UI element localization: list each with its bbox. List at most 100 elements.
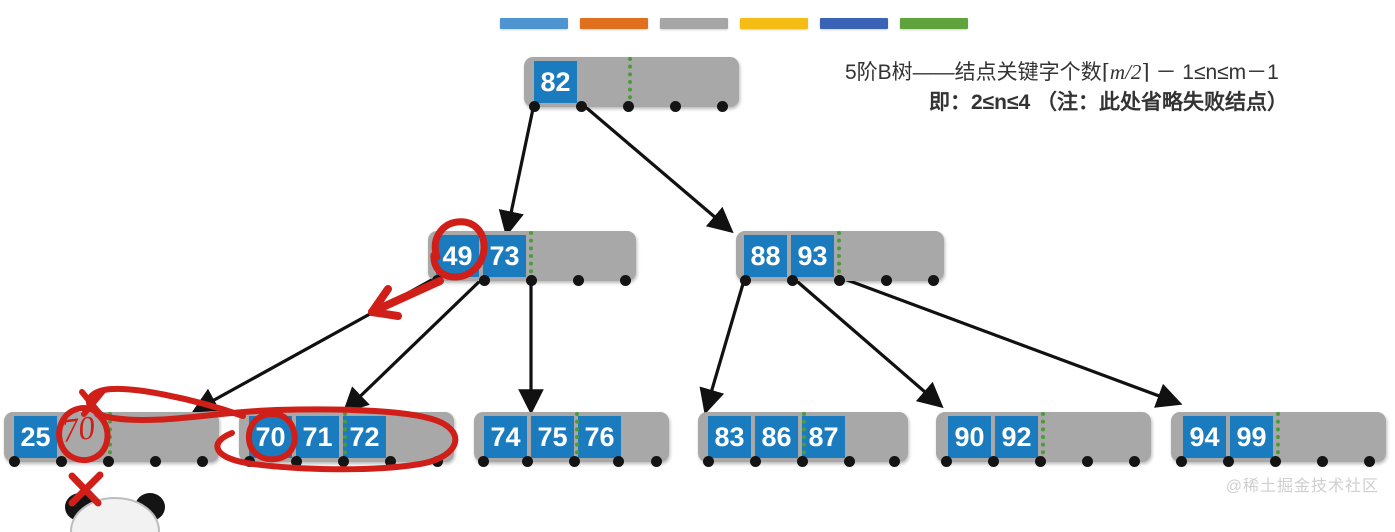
key-73[interactable]: 73	[483, 235, 526, 277]
leaf-70-71-72-pointer-0	[244, 456, 255, 467]
key-74[interactable]: 74	[484, 416, 527, 458]
key-72[interactable]: 72	[343, 416, 386, 458]
leaf-83-86-87[interactable]: 83 86 87	[698, 412, 908, 467]
leaf-83-86-87-divider	[802, 412, 806, 462]
note-text-a: 5阶B树——结点关键字个数	[845, 61, 1102, 84]
palette-swatch-green	[900, 18, 968, 29]
btree-definition-line-1: 5阶B树——结点关键字个数⌈m/2⌉ － 1≤n≤m－1	[845, 57, 1390, 88]
leaf-83-86-87-keys: 83 86 87	[708, 416, 845, 458]
node-88-93-keys: 88 93	[744, 235, 834, 277]
leaf-94-99-pointer-2	[1270, 456, 1281, 467]
leaf-83-86-87-pointer-4	[889, 456, 900, 467]
leaf-70-71-72-keys: 70 71 72	[249, 416, 386, 458]
leaf-83-86-87-pointer-2	[797, 456, 808, 467]
key-87[interactable]: 87	[802, 416, 845, 458]
leaf-70-71-72[interactable]: 70 71 72	[239, 412, 454, 467]
root-pointer-4	[717, 101, 728, 112]
key-82[interactable]: 82	[534, 61, 577, 103]
leaf-74-75-76-pointer-1	[522, 456, 533, 467]
leaf-94-99-keys: 94 99	[1183, 416, 1273, 458]
leaf-70-71-72-pointer-4	[432, 456, 443, 467]
leaf-90-92[interactable]: 90 92	[936, 412, 1151, 467]
btree-definition-line-2: 即：2≤n≤4 （注：此处省略失败结点）	[928, 91, 1289, 115]
key-99[interactable]: 99	[1230, 416, 1273, 458]
red-arrow-shaft	[368, 277, 444, 316]
leaf-25-pointer-0	[9, 456, 20, 467]
node-88-93[interactable]: 88 93	[736, 231, 944, 286]
root-node-divider	[628, 57, 632, 107]
leaf-25-pointer-3	[150, 456, 161, 467]
leaf-90-92-pointer-0	[941, 456, 952, 467]
leaf-70-71-72-pointer-1	[291, 456, 302, 467]
leaf-74-75-76-divider	[575, 412, 579, 462]
key-88[interactable]: 88	[744, 235, 787, 277]
palette-swatch-orange	[580, 18, 648, 29]
leaf-25-keys: 25	[14, 416, 57, 458]
key-71[interactable]: 71	[296, 416, 339, 458]
leaf-74-75-76-pointer-4	[651, 456, 662, 467]
node-88-93-divider	[837, 231, 841, 281]
leaf-70-71-72-divider	[343, 412, 347, 462]
btree-diagram-canvas: 5阶B树——结点关键字个数⌈m/2⌉ － 1≤n≤m－1 即：2≤n≤4 （注：…	[4, 18, 1390, 532]
edge-root-to-node-49-73	[498, 103, 536, 237]
key-70[interactable]: 70	[249, 416, 292, 458]
leaf-90-92-pointer-2	[1035, 456, 1046, 467]
edge-node-88-93-to-leaf-94-99	[838, 275, 1183, 408]
leaf-74-75-76-pointer-3	[613, 456, 624, 467]
node-49-73-pointer-4	[620, 275, 631, 286]
leaf-70-71-72-pointer-3	[385, 456, 396, 467]
edge-node-88-93-to-leaf-83-86-87	[699, 276, 747, 415]
leaf-90-92-pointer-1	[988, 456, 999, 467]
leaf-25-pointer-1	[56, 456, 67, 467]
leaf-25-pointer-2	[103, 456, 114, 467]
leaf-74-75-76[interactable]: 74 75 76	[474, 412, 669, 467]
key-75[interactable]: 75	[531, 416, 574, 458]
leaf-90-92-keys: 90 92	[948, 416, 1038, 458]
root-pointer-1	[576, 101, 587, 112]
leaf-70-71-72-pointer-2	[338, 456, 349, 467]
key-90[interactable]: 90	[948, 416, 991, 458]
leaf-94-99-pointer-4	[1364, 456, 1375, 467]
leaf-25-pointer-4	[197, 456, 208, 467]
leaf-83-86-87-pointer-3	[844, 456, 855, 467]
node-88-93-pointer-1	[787, 275, 798, 286]
note-slash-two: /2	[1125, 60, 1142, 84]
leaf-74-75-76-pointer-0	[478, 456, 489, 467]
palette-swatch-yellow	[740, 18, 808, 29]
key-94[interactable]: 94	[1183, 416, 1226, 458]
note-text-b: － 1≤n≤m－1	[1149, 61, 1279, 84]
key-25[interactable]: 25	[14, 416, 57, 458]
leaf-94-99[interactable]: 94 99	[1171, 412, 1386, 467]
edge-root-to-node-88-93	[580, 102, 734, 234]
key-83[interactable]: 83	[708, 416, 751, 458]
node-88-93-pointer-0	[740, 275, 751, 286]
leaf-25[interactable]: 25	[4, 412, 219, 467]
node-49-73-keys: 49 73	[436, 235, 526, 277]
color-palette-strip	[500, 18, 968, 29]
leaf-83-86-87-pointer-1	[750, 456, 761, 467]
key-76[interactable]: 76	[578, 416, 621, 458]
leaf-90-92-pointer-4	[1129, 456, 1140, 467]
root-node-keys: 82	[534, 61, 577, 103]
palette-swatch-gray	[660, 18, 728, 29]
root-node[interactable]: 82	[524, 57, 739, 112]
key-93[interactable]: 93	[791, 235, 834, 277]
key-86[interactable]: 86	[755, 416, 798, 458]
node-49-73[interactable]: 49 73	[428, 231, 636, 286]
node-88-93-pointer-4	[928, 275, 939, 286]
key-49[interactable]: 49	[436, 235, 479, 277]
btree-definition-note: 5阶B树——结点关键字个数⌈m/2⌉ － 1≤n≤m－1 即：2≤n≤4 （注：…	[845, 57, 1390, 119]
handwritten-red-70: 70	[59, 410, 98, 450]
key-92[interactable]: 92	[995, 416, 1038, 458]
leaf-94-99-pointer-1	[1223, 456, 1234, 467]
leaf-94-99-pointer-0	[1176, 456, 1187, 467]
node-49-73-pointer-0	[432, 275, 443, 286]
note-variable-m: m	[1109, 60, 1126, 84]
edge-node-88-93-to-leaf-90-92	[790, 275, 944, 409]
leaf-94-99-pointer-3	[1317, 456, 1328, 467]
leaf-25-divider	[108, 412, 112, 462]
node-49-73-pointer-3	[573, 275, 584, 286]
palette-swatch-blue	[500, 18, 568, 29]
root-pointer-2	[623, 101, 634, 112]
node-49-73-pointer-2	[526, 275, 537, 286]
